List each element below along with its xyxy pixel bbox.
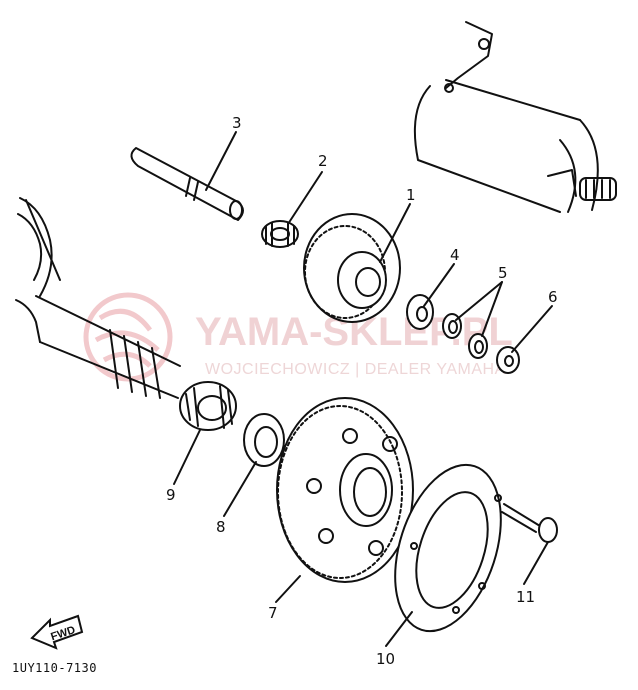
crankshaft xyxy=(15,197,181,399)
watermark-subtitle: WOJCIECHOWICZ | DEALER YAMAHA xyxy=(205,361,506,378)
watermark-logo xyxy=(83,292,173,382)
part-7-ring-gear xyxy=(276,397,414,583)
callout-7: 7 xyxy=(268,604,278,622)
part-9-needle-bearing xyxy=(179,381,237,431)
callout-2: 2 xyxy=(318,152,328,170)
callout-5: 5 xyxy=(498,264,508,282)
part-8-washer xyxy=(243,413,285,467)
callout-3: 3 xyxy=(232,114,242,132)
callout-1: 1 xyxy=(406,186,416,204)
fwd-arrow: FWD xyxy=(30,614,84,650)
callout-8: 8 xyxy=(216,518,226,536)
part-1-starter-clutch-gear xyxy=(303,213,401,323)
callout-11: 11 xyxy=(516,588,535,606)
callout-10: 10 xyxy=(376,650,395,668)
callout-numbers: 3 2 1 4 5 6 9 8 7 10 11 xyxy=(166,114,558,668)
part-11-bolt xyxy=(501,503,558,543)
callout-4: 4 xyxy=(450,246,460,264)
callout-6: 6 xyxy=(548,288,558,306)
part-6-washer xyxy=(496,346,520,374)
part-3-shaft xyxy=(130,147,244,221)
leader-lines xyxy=(173,131,553,647)
part-2-needle-bearing xyxy=(261,220,299,248)
diagram-code: 1UY110-7130 xyxy=(12,661,97,675)
part-10-clutch-cover xyxy=(394,463,502,633)
callout-9: 9 xyxy=(166,486,176,504)
starter-motor xyxy=(413,21,617,213)
